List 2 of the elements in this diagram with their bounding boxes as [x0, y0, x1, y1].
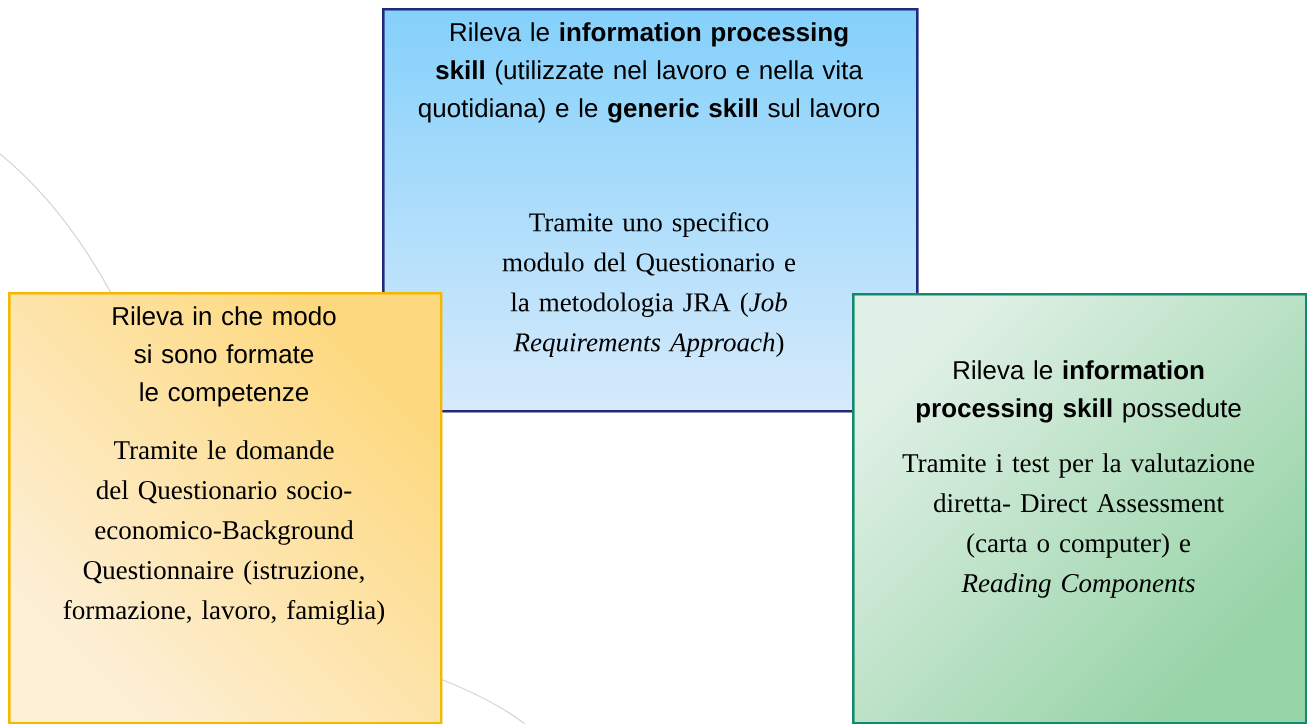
process-box: Rileva le information processing skill possedute Tramite i test per la valutazione diretta- Direct Assessment (carta o computer) e Reading Components: [852, 293, 1307, 724]
process-box: Rileva in che modo si sono formate le competenze Tramite le domande del Questionario socio-economico-Background Questionnaire (istruzione, formazione, lavoro, famiglia): [8, 292, 443, 724]
